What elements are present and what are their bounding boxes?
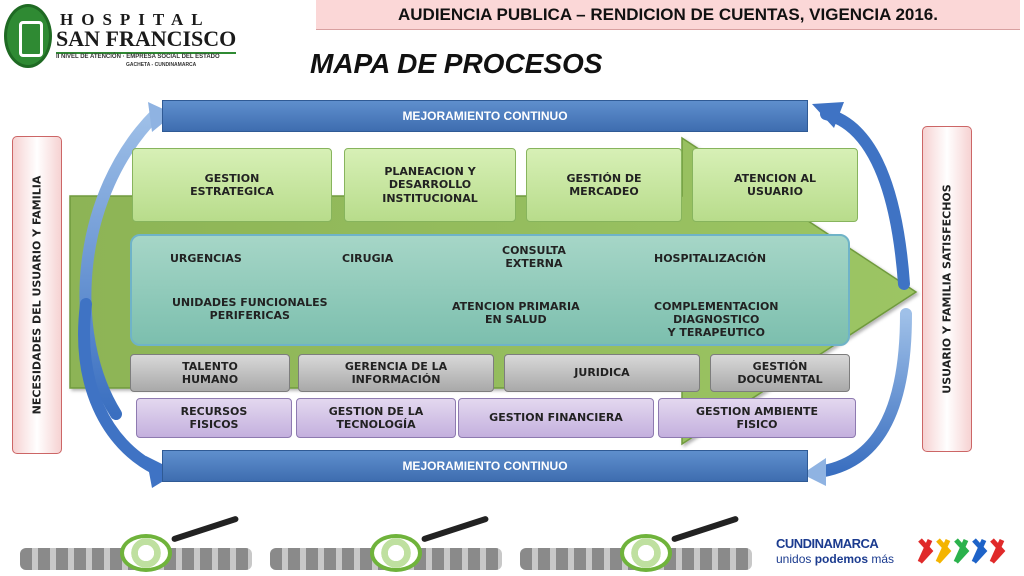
cundinamarca-name: CUNDINAMARCA — [776, 536, 879, 551]
support-process-box: RECURSOS FISICOS — [136, 398, 292, 438]
curve-arrow-top-left — [79, 108, 162, 420]
strategic-process-box: GESTION ESTRATEGICA — [132, 148, 332, 222]
mission-cirugia: CIRUGIA — [342, 252, 394, 265]
hospital-emblem-icon — [4, 4, 52, 68]
band-bottom: MEJORAMIENTO CONTINUO — [162, 450, 808, 482]
support-process-label: GESTION FINANCIERA — [489, 411, 623, 425]
mission-hospitalizacion: HOSPITALIZACIÓN — [654, 252, 767, 265]
strategic-process-label: PLANEACION Y DESARROLLO INSTITUCIONAL — [382, 165, 478, 205]
support-process-label: RECURSOS FISICOS — [180, 404, 248, 431]
slogan-regular: unidos — [776, 552, 815, 566]
target-icon — [120, 534, 172, 572]
arrowhead-bottom-right — [802, 458, 826, 486]
support-process-box: JURIDICA — [504, 354, 700, 392]
logo-line-level: II NIVEL DE ATENCIÓN · EMPRESA SOCIAL DE… — [56, 54, 220, 60]
support-process-box: GESTION FINANCIERA — [458, 398, 654, 438]
strategic-process-label: GESTION ESTRATEGICA — [190, 171, 274, 198]
strategic-process-box: GESTIÓN DE MERCADEO — [526, 148, 682, 222]
cundinamarca-mark-icon — [917, 538, 1006, 564]
support-process-box: GERENCIA DE LA INFORMACIÓN — [298, 354, 494, 392]
support-process-box: GESTIÓN DOCUMENTAL — [710, 354, 850, 392]
header-title: AUDIENCIA PUBLICA – RENDICION DE CUENTAS… — [316, 0, 1020, 30]
support-process-box: TALENTO HUMANO — [130, 354, 290, 392]
right-label-box: USUARIO Y FAMILIA SATISFECHOS — [922, 126, 972, 452]
target-icon — [370, 534, 422, 572]
mission-complementacion: COMPLEMENTACION DIAGNOSTICO Y TERAPEUTIC… — [654, 300, 779, 340]
right-label-text: USUARIO Y FAMILIA SATISFECHOS — [940, 184, 954, 394]
left-label-box: NECESIDADES DEL USUARIO Y FAMILIA — [12, 136, 62, 454]
left-label-text: NECESIDADES DEL USUARIO Y FAMILIA — [30, 175, 44, 415]
strategic-process-box: PLANEACION Y DESARROLLO INSTITUCIONAL — [344, 148, 516, 222]
arrowhead-top-right — [812, 102, 844, 128]
band-top: MEJORAMIENTO CONTINUO — [162, 100, 808, 132]
strategic-process-label: GESTIÓN DE MERCADEO — [566, 171, 642, 198]
target-icon — [620, 534, 672, 572]
slogan-end: más — [868, 552, 895, 566]
page-title: MAPA DE PROCESOS — [310, 48, 603, 79]
wand-icon — [170, 515, 240, 543]
arrowhead-top-left — [148, 102, 174, 132]
strategic-process-box: ATENCION AL USUARIO — [692, 148, 858, 222]
curve-arrow-top-right — [820, 108, 910, 290]
mission-unidades-funcionales: UNIDADES FUNCIONALES PERIFERICAS — [172, 296, 328, 323]
support-process-label: GESTION DE LA TECNOLOGÍA — [328, 404, 424, 431]
support-process-label: GESTION AMBIENTE FISICO — [695, 404, 819, 431]
logo-line-location: GACHETA - CUNDINAMARCA — [126, 62, 197, 68]
mission-process-box: URGENCIAS CIRUGIA CONSULTA EXTERNA HOSPI… — [130, 234, 850, 346]
strategic-process-label: ATENCION AL USUARIO — [734, 171, 816, 198]
curve-arrow-bottom-left — [78, 298, 162, 475]
footer-people-banner — [20, 515, 770, 576]
support-process-label: GESTIÓN DOCUMENTAL — [737, 359, 823, 386]
cundinamarca-slogan: unidos podemos más — [776, 552, 894, 566]
mission-urgencias: URGENCIAS — [170, 252, 242, 265]
slogan-bold: podemos — [814, 552, 869, 566]
curve-arrow-bottom-right — [812, 308, 912, 478]
mission-consulta-externa: CONSULTA EXTERNA — [502, 244, 566, 271]
support-process-box: GESTION DE LA TECNOLOGÍA — [296, 398, 456, 438]
logo-line-hospital: HOSPITAL — [60, 10, 211, 29]
support-process-label: JURIDICA — [574, 366, 630, 380]
hospital-logo: HOSPITAL SAN FRANCISCO II NIVEL DE ATENC… — [4, 4, 237, 72]
wand-icon — [670, 515, 740, 543]
support-process-label: GERENCIA DE LA INFORMACIÓN — [344, 359, 448, 386]
logo-line-name: SAN FRANCISCO — [56, 26, 237, 54]
mission-atencion-primaria: ATENCION PRIMARIA EN SALUD — [452, 300, 580, 327]
wand-icon — [420, 515, 490, 543]
support-process-label: TALENTO HUMANO — [181, 359, 239, 386]
support-process-box: GESTION AMBIENTE FISICO — [658, 398, 856, 438]
process-map: NECESIDADES DEL USUARIO Y FAMILIA USUARI… — [6, 84, 990, 504]
